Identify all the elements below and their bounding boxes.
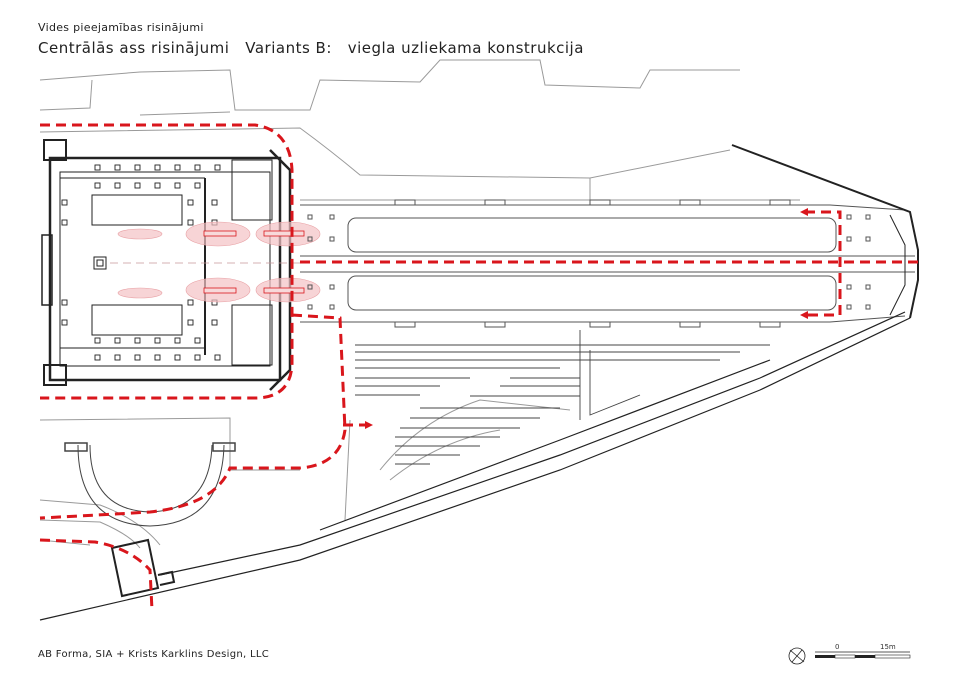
building-outline — [48, 156, 282, 382]
scale-bar: 0 15m — [815, 643, 911, 659]
scale-end-label: 15m — [880, 643, 896, 651]
highlight-zone — [117, 287, 163, 299]
hall-north — [91, 194, 183, 226]
corner-building — [110, 538, 176, 598]
semicircle-plaza — [64, 442, 236, 527]
north-arrow-icon — [788, 647, 806, 665]
central-marker — [93, 256, 107, 270]
route-south — [39, 313, 347, 520]
drawing-title: Centrālās ass risinājumi Variants B: vie… — [38, 39, 584, 57]
ramp-elements — [203, 230, 305, 294]
highlight-zone — [117, 228, 163, 240]
route-east-loop — [805, 210, 842, 317]
drawing-subtitle: Vides pieejamības risinājumi — [38, 21, 204, 34]
column-grid — [61, 164, 221, 361]
parking-rows — [355, 330, 770, 465]
scale-start-label: 0 — [835, 643, 839, 651]
accessibility-route — [39, 123, 920, 611]
arrow-icon — [800, 311, 808, 319]
route-southwest — [39, 538, 154, 611]
arrow-icon — [365, 421, 373, 429]
green-strip-north — [347, 217, 837, 253]
credit-line: AB Forma, SIA + Krists Karklins Design, … — [38, 649, 270, 660]
south-edge — [39, 311, 911, 621]
context-lines — [39, 59, 800, 549]
hall-south — [91, 304, 183, 336]
route-arrows — [365, 208, 808, 429]
east-end — [731, 144, 919, 319]
boulevard — [300, 199, 915, 328]
main-building — [41, 139, 292, 391]
route-building-loop — [40, 123, 294, 400]
green-strip-south — [347, 275, 837, 311]
arrow-icon — [800, 208, 808, 216]
